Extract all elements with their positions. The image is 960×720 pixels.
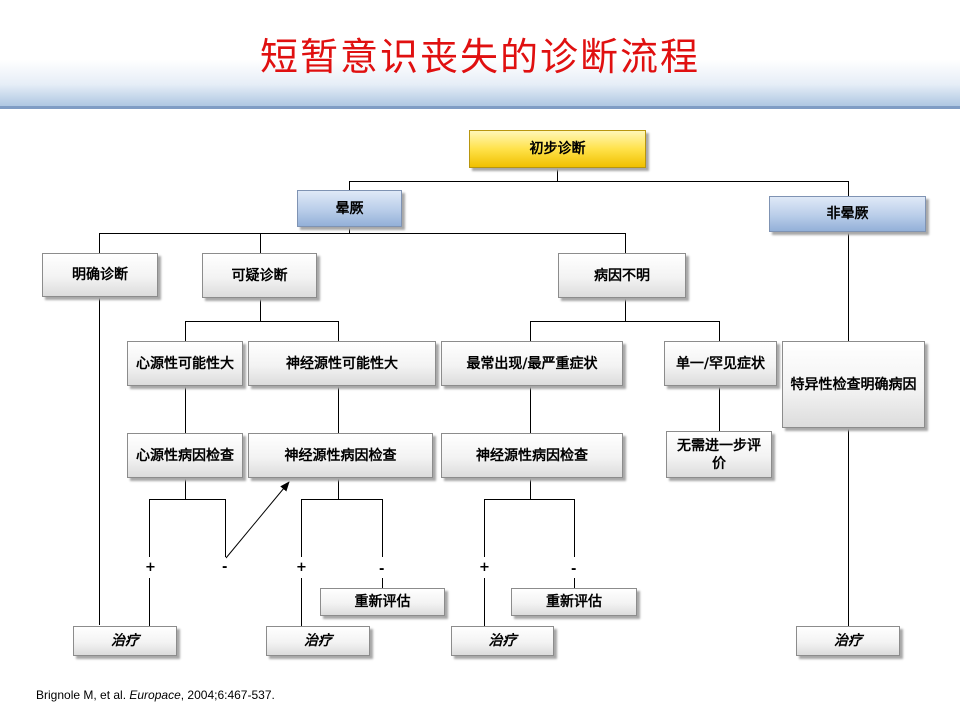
connector-line	[530, 321, 720, 322]
citation: Brignole M, et al. Europace, 2004;6:467-…	[36, 688, 275, 702]
connector-line	[149, 499, 150, 557]
positive-sign: +	[296, 560, 307, 575]
connector-line	[149, 578, 150, 626]
node-treatment: 治疗	[73, 626, 177, 656]
connector-line	[185, 386, 186, 433]
connector-line	[848, 181, 849, 196]
header-divider	[0, 106, 960, 109]
node-cardiac-likely: 心源性可能性大	[127, 341, 243, 386]
connector-line	[625, 298, 626, 322]
connector-line	[719, 321, 720, 341]
node-unexplained: 病因不明	[558, 253, 686, 298]
connector-line	[848, 428, 849, 626]
slide-header	[0, 0, 960, 108]
connector-line	[338, 478, 339, 500]
connector-line	[484, 499, 485, 557]
connector-line	[484, 578, 485, 626]
connector-line	[99, 233, 100, 253]
connector-line	[338, 386, 339, 433]
node-neural-likely: 神经源性可能性大	[248, 341, 436, 386]
node-treatment: 治疗	[451, 626, 554, 656]
connector-line	[382, 499, 383, 557]
node-neural-evaluation: 神经源性病因检查	[248, 433, 433, 478]
node-specific-tests: 特异性检查明确病因	[782, 341, 925, 428]
citation-authors: Brignole M, et al.	[36, 688, 130, 702]
node-frequent-severe: 最常出现/最严重症状	[441, 341, 623, 386]
node-syncope: 晕厥	[297, 190, 402, 227]
node-neural-evaluation: 神经源性病因检查	[441, 433, 623, 478]
connector-line	[99, 297, 100, 625]
connector-line	[338, 321, 339, 341]
node-reassess: 重新评估	[320, 588, 445, 616]
citation-details: , 2004;6:467-537.	[180, 688, 275, 702]
node-treatment: 治疗	[796, 626, 900, 656]
connector-line	[557, 168, 558, 182]
node-no-further-evaluation: 无需进一步评价	[666, 431, 772, 478]
node-treatment: 治疗	[266, 626, 370, 656]
connector-line	[185, 478, 186, 500]
citation-journal: Europace	[129, 688, 181, 702]
connector-line	[625, 233, 626, 253]
node-definite-diagnosis: 明确诊断	[42, 253, 158, 297]
node-single-rare: 单一/罕见症状	[664, 341, 777, 386]
node-suspected-diagnosis: 可疑诊断	[202, 253, 317, 298]
connector-line	[382, 578, 383, 588]
connector-line	[719, 386, 720, 431]
connector-line	[349, 181, 350, 191]
negative-sign: -	[222, 560, 228, 575]
connector-line	[301, 499, 302, 557]
connector-line	[225, 499, 226, 557]
node-reassess: 重新评估	[511, 588, 637, 616]
negative-sign: -	[571, 562, 577, 577]
connector-line	[574, 578, 575, 588]
node-non-syncope: 非晕厥	[769, 196, 926, 232]
connector-line	[301, 578, 302, 626]
negative-sign: -	[379, 562, 385, 577]
connector-line	[484, 499, 575, 500]
connector-line	[530, 321, 531, 341]
connector-line	[260, 233, 261, 253]
connector-line	[574, 499, 575, 557]
connector-line	[185, 321, 186, 341]
connector-line	[349, 181, 849, 182]
connector-line	[99, 233, 626, 234]
connector-line	[848, 232, 849, 342]
slide-title: 短暂意识丧失的诊断流程	[259, 35, 700, 79]
connector-line	[260, 298, 261, 322]
connector-line	[149, 499, 226, 500]
node-cardiac-evaluation: 心源性病因检查	[127, 433, 243, 478]
connector-line	[301, 499, 383, 500]
connector-line	[530, 478, 531, 500]
positive-sign: +	[145, 560, 156, 575]
node-initial-diagnosis: 初步诊断	[469, 130, 646, 168]
connector-line	[530, 386, 531, 433]
positive-sign: +	[479, 560, 490, 575]
connector-line	[185, 321, 339, 322]
connector-line	[349, 226, 350, 234]
